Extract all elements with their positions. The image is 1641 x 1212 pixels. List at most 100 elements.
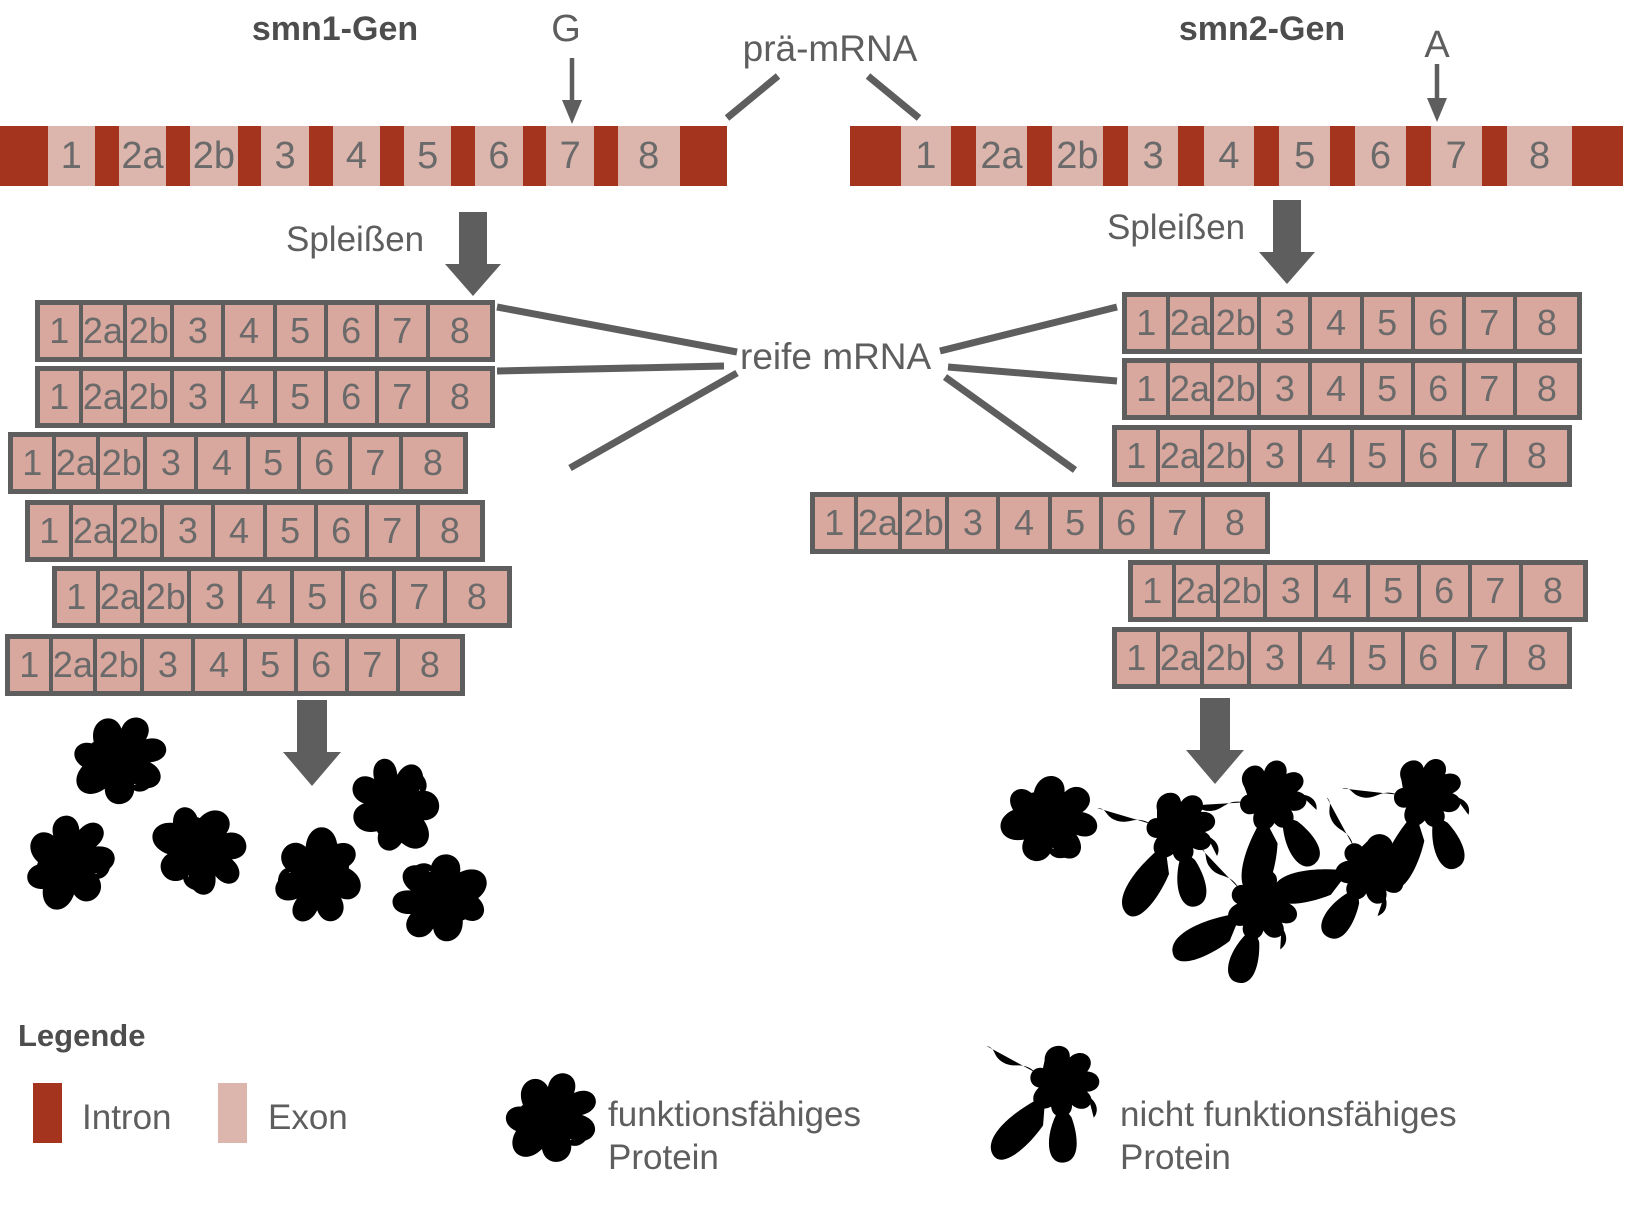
mrna-exon-cell-1: 1 <box>22 442 43 483</box>
exon-segment-2a: 2a <box>118 126 167 186</box>
mrna-exon-cell-2b: 2b <box>1210 297 1257 349</box>
intron-segment <box>0 126 48 186</box>
intron-segment <box>1329 126 1356 186</box>
intron-segment <box>1102 126 1128 186</box>
legend-functional-protein-label: funktionsfähiges Protein <box>608 1095 861 1177</box>
mrna-exon-cell-8: 8 <box>415 505 480 557</box>
mrna-exon-cell-5: 5 <box>1359 363 1411 415</box>
mrna-exon-cell-3: 3 <box>170 371 221 423</box>
splicing-arrow-left <box>445 212 501 296</box>
mrna-exon-cell-7: 7 <box>374 371 426 423</box>
mrna-exon-cell-7: 7 <box>1451 430 1503 482</box>
mrna-exon-cell-5: 5 <box>289 571 341 623</box>
intron-segment <box>850 126 901 186</box>
mature-mrna-pointer-right-1 <box>939 303 1118 355</box>
translation-arrow-right <box>1186 698 1244 784</box>
intron-segment <box>95 126 119 186</box>
pre-mrna-pointer-left <box>724 73 781 121</box>
mrna-exon-cell-6: 6 <box>1400 430 1452 482</box>
splicing-label-right: Spleißen <box>1107 208 1246 247</box>
exon-segment-3: 3 <box>1127 126 1179 186</box>
mutation-g-label: G <box>551 8 581 50</box>
exon-segment-4: 4 <box>1203 126 1255 186</box>
mrna-exon-cell-2a: 2a <box>1171 565 1216 617</box>
mrna-exon-cell-2a: 2a <box>68 505 113 557</box>
intron-segment <box>166 126 191 186</box>
mrna-exon-cell-4: 4 <box>996 497 1047 549</box>
mrna-exon-cell-5: 5 <box>262 505 314 557</box>
mature-mrna-pointer-left-2 <box>496 362 725 375</box>
mrna-exon-cell-2b: 2b <box>123 371 170 423</box>
intron-segment <box>522 126 547 186</box>
legend-exon-swatch <box>218 1083 247 1143</box>
exon-segment-1: 1 <box>900 126 952 186</box>
functional-protein <box>140 789 260 909</box>
functional-protein <box>9 802 129 922</box>
mrna-exon-cell-5: 5 <box>242 639 294 691</box>
mrna-exon-cell-6: 6 <box>323 371 375 423</box>
mrna-exon-cell-6: 6 <box>296 437 348 489</box>
exon-segment-5: 5 <box>1279 126 1330 186</box>
mrna-exon-cell-8: 8 <box>398 437 463 489</box>
mrna-exon-cell-2a: 2a <box>853 497 898 549</box>
intron-segment <box>308 126 333 186</box>
legend-functional-protein-icon <box>505 1073 596 1162</box>
exon-segment-7: 7 <box>546 126 594 186</box>
mrna-exon-cell-1: 1 <box>39 510 60 551</box>
mrna-exon-cell-7: 7 <box>1467 565 1519 617</box>
mrna-exon-cell-7: 7 <box>344 639 396 691</box>
mature-mrna-pointer-right-2 <box>947 363 1118 385</box>
legend-intron-swatch <box>33 1083 62 1143</box>
mrna-exon-cell-4: 4 <box>1308 297 1359 349</box>
mrna-exon-cell-2b: 2b <box>1216 565 1263 617</box>
mrna-exon-cell-7: 7 <box>1451 632 1503 684</box>
mrna-exon-cell-4: 4 <box>194 437 245 489</box>
exon-segment-6: 6 <box>475 126 523 186</box>
exon-segment-8: 8 <box>1506 126 1573 186</box>
mrna-exon-cell-2a: 2a <box>51 437 96 489</box>
mutation-arrow-a <box>1427 64 1447 122</box>
mrna-exon-cell-4: 4 <box>1298 430 1349 482</box>
splicing-arrow-right <box>1259 200 1315 284</box>
intron-segment <box>679 126 728 186</box>
mrna-exon-cell-8: 8 <box>1512 297 1577 349</box>
mrna-exon-cell-3: 3 <box>1247 430 1298 482</box>
mrna-exon-cell-6: 6 <box>340 571 392 623</box>
mrna-exon-cell-4: 4 <box>1308 363 1359 415</box>
mrna-exon-cell-4: 4 <box>191 639 242 691</box>
functional-protein <box>342 753 446 859</box>
mrna-exon-cell-3: 3 <box>945 497 996 549</box>
mature-mrna-pointer-right-3 <box>942 374 1078 473</box>
splicing-label-left: Spleißen <box>286 220 425 259</box>
mrna-exon-cell-1: 1 <box>66 576 87 617</box>
mrna-exon-cell-1: 1 <box>824 502 845 543</box>
mrna-exon-cell-1: 1 <box>49 310 70 351</box>
mrna-exon-cell-5: 5 <box>1349 430 1401 482</box>
intron-segment <box>237 126 262 186</box>
mrna-exon-cell-7: 7 <box>1461 297 1513 349</box>
mrna-exon-cell-4: 4 <box>211 505 262 557</box>
mrna-exon-cell-2a: 2a <box>78 305 123 357</box>
mrna-exon-cell-5: 5 <box>1359 297 1411 349</box>
mrna-exon-cell-2a: 2a <box>95 571 140 623</box>
mrna-exon-cell-2a: 2a <box>1165 297 1210 349</box>
intron-segment <box>1178 126 1204 186</box>
exon-segment-5: 5 <box>403 126 452 186</box>
mrna-exon-cell-7: 7 <box>347 437 399 489</box>
mrna-exon-cell-8: 8 <box>1502 632 1567 684</box>
mrna-exon-cell-3: 3 <box>187 571 238 623</box>
mutation-arrow-g <box>562 58 582 124</box>
mrna-exon-cell-1: 1 <box>1136 302 1157 343</box>
mrna-exon-cell-3: 3 <box>160 505 211 557</box>
mrna-exon-cell-6: 6 <box>313 505 365 557</box>
intron-segment <box>1405 126 1431 186</box>
mrna-exon-cell-6: 6 <box>293 639 345 691</box>
mrna-exon-cell-1: 1 <box>49 376 70 417</box>
